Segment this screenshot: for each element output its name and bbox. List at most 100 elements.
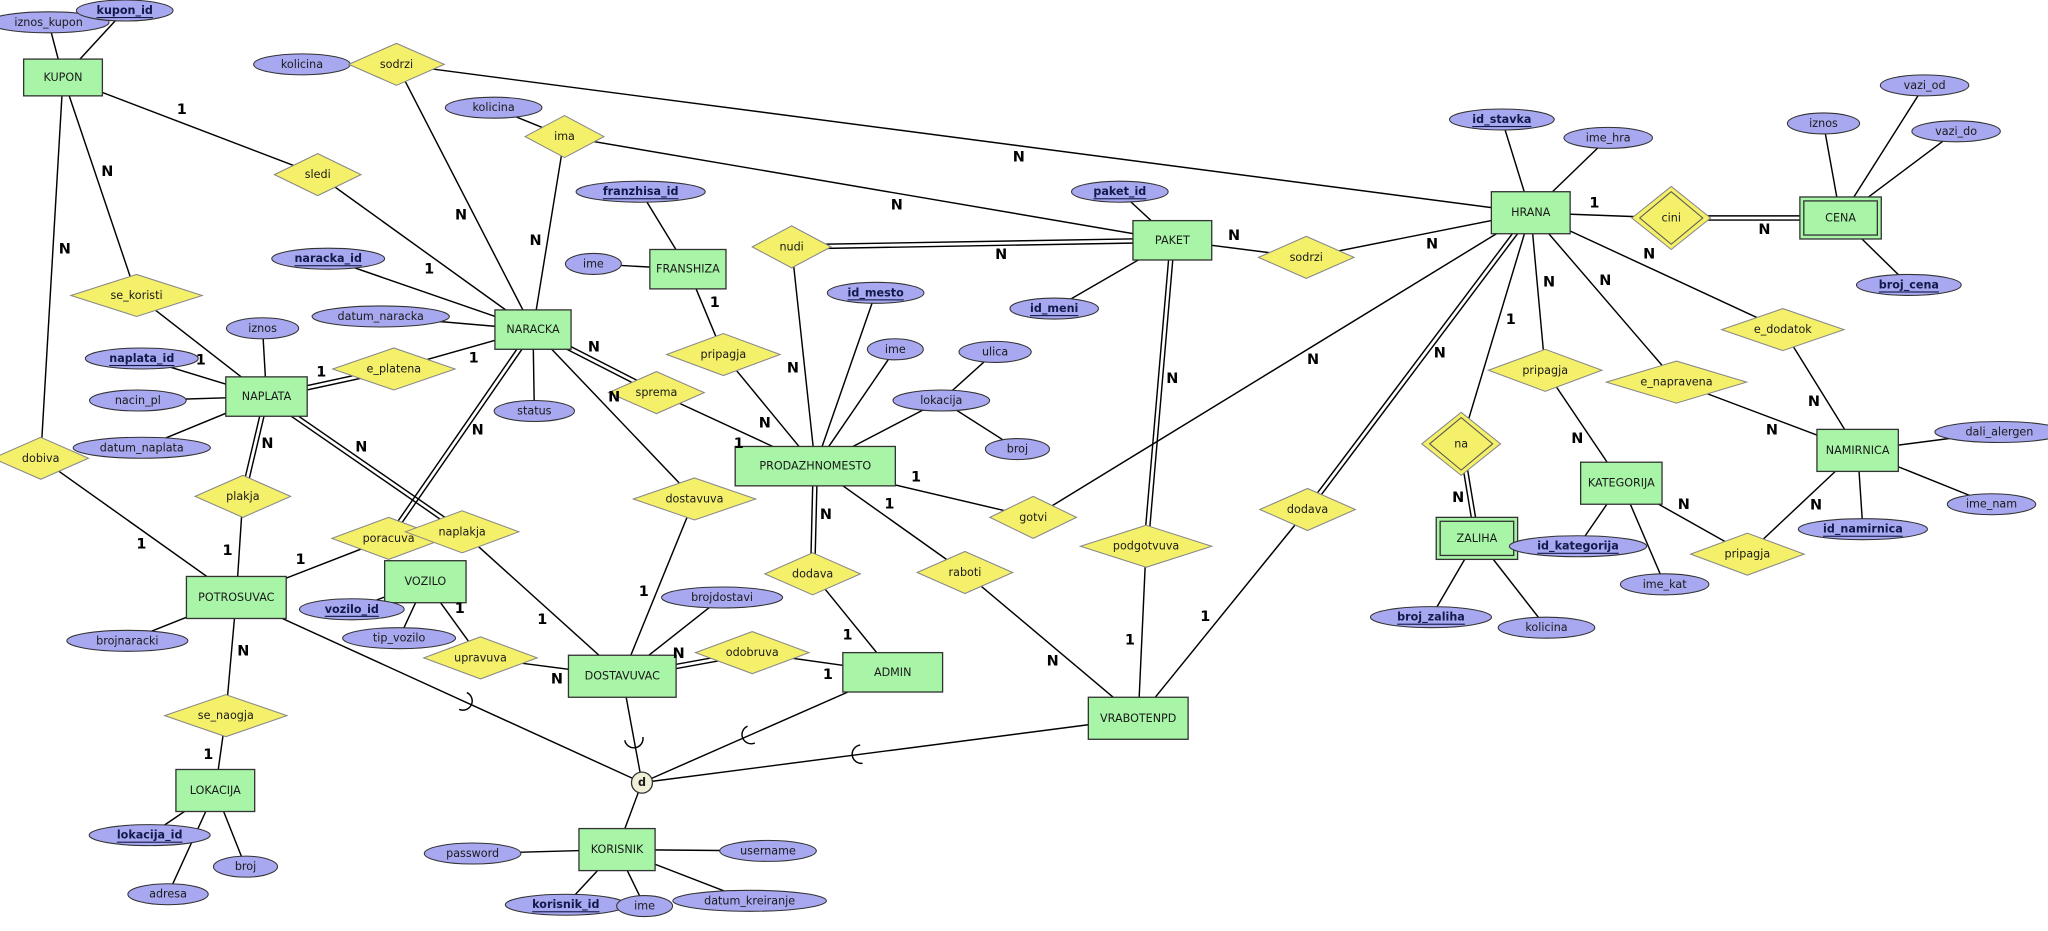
relationship-upravuva[interactable]: upravuva (422, 636, 539, 680)
attribute-kolicina_ima[interactable]: kolicina (444, 96, 543, 119)
attribute-naplata_id[interactable]: naplata_id (84, 347, 199, 370)
entity-naracka[interactable]: NARACKA (494, 309, 572, 350)
attribute-vazi_do[interactable]: vazi_do (1911, 120, 2001, 143)
attribute-kolicina_sodrzi[interactable]: kolicina (253, 53, 351, 76)
relationship-dobiva[interactable]: dobiva (0, 436, 90, 480)
relationship-sodrzi1[interactable]: sodrzi (347, 42, 446, 86)
relationship-dodava2[interactable]: dodava (1258, 487, 1357, 532)
relationship-sledi[interactable]: sledi (273, 153, 363, 197)
attribute-id_kategorija[interactable]: id_kategorija (1508, 535, 1648, 558)
relationship-dostavuva[interactable]: dostavuva (631, 477, 758, 521)
attribute-korisnik_id[interactable]: korisnik_id (504, 893, 627, 916)
attribute-id_namirnica[interactable]: id_namirnica (1797, 518, 1929, 541)
key-attribute-label: vozilo_id (325, 603, 379, 616)
attribute-id_mesto[interactable]: id_mesto (826, 281, 925, 304)
attribute-iznos_kupon[interactable]: iznos_kupon (0, 11, 110, 34)
relationship-naplakja[interactable]: naplakja (403, 510, 521, 554)
attribute-tip_vozilo[interactable]: tip_vozilo (342, 627, 457, 650)
attribute-broj_cena[interactable]: broj_cena (1855, 273, 1962, 296)
relationship-nudi[interactable]: nudi (751, 225, 833, 269)
attribute-datum_kreiranje[interactable]: datum_kreiranje (672, 889, 827, 912)
entity-admin[interactable]: ADMIN (842, 651, 944, 693)
key-attribute-label: id_stavka (1472, 113, 1531, 126)
attribute-id_stavka[interactable]: id_stavka (1448, 108, 1555, 131)
entity-hrana[interactable]: HRANA (1490, 191, 1571, 235)
attribute-adresa[interactable]: adresa (127, 883, 209, 906)
relationship-e_napravena[interactable]: e_napravena (1604, 360, 1749, 404)
attribute-kolicina_zaliha[interactable]: kolicina (1497, 616, 1596, 639)
attribute-lokacija_attr[interactable]: lokacija (892, 389, 991, 412)
attribute-broj_zaliha[interactable]: broj_zaliha (1369, 606, 1493, 629)
attribute-nacin_pl[interactable]: nacin_pl (89, 389, 187, 412)
entity-prodazhnomesto[interactable]: PRODAZHNOMESTO (734, 445, 896, 487)
relationship-gotvi[interactable]: gotvi (988, 495, 1078, 539)
attribute-ime_fr[interactable]: ime (564, 252, 622, 275)
attribute-ime_hra[interactable]: ime_hra (1563, 126, 1653, 149)
entity-korisnik[interactable]: KORISNIK (578, 827, 656, 872)
entity-label: NAMIRNICA (1826, 444, 1890, 457)
entity-lokacija[interactable]: LOKACIJA (175, 768, 256, 813)
relationship-ima[interactable]: ima (524, 114, 606, 159)
entity-label: HRANA (1511, 206, 1551, 219)
attribute-vozilo_id[interactable]: vozilo_id (298, 598, 405, 621)
attribute-password[interactable]: password (423, 842, 522, 865)
relationship-e_dodatok[interactable]: e_dodatok (1720, 308, 1846, 352)
attribute-broj_lok[interactable]: broj (212, 855, 279, 878)
attribute-brojnaracki[interactable]: brojnaracki (66, 629, 189, 652)
entity-potrosuvac[interactable]: POTROSUVAC (185, 575, 287, 620)
relationship-se_koristi[interactable]: se_koristi (69, 273, 204, 318)
entity-zaliha[interactable]: ZALIHA (1435, 516, 1519, 561)
attribute-ime_nam[interactable]: ime_nam (1946, 493, 2037, 516)
entity-namirnica[interactable]: NAMIRNICA (1816, 428, 1899, 473)
entity-kategorija[interactable]: KATEGORIJA (1579, 461, 1663, 505)
relationship-link (1032, 212, 1532, 518)
relationship-podgotvuva[interactable]: podgotvuva (1078, 524, 1214, 568)
attribute-ime_kat[interactable]: ime_kat (1619, 573, 1710, 596)
relationship-pripagja3[interactable]: pripagja (1689, 532, 1806, 576)
attribute-label: iznos (1809, 117, 1838, 130)
attribute-dali_alergen[interactable]: dali_alergen (1934, 420, 2048, 444)
attribute-franzhisa_id[interactable]: franzhisa_id (575, 180, 706, 203)
attribute-id_meni[interactable]: id_meni (1009, 297, 1099, 320)
relationship-sodrzi2[interactable]: sodrzi (1257, 235, 1356, 279)
attribute-ime_kor[interactable]: ime (616, 895, 674, 918)
attribute-lokacija_id[interactable]: lokacija_id (88, 824, 211, 847)
relationship-raboti[interactable]: raboti (915, 550, 1015, 595)
attribute-username[interactable]: username (719, 839, 817, 862)
relationship-pripagja1[interactable]: pripagja (665, 332, 782, 377)
relationship-na[interactable]: na (1420, 411, 1502, 477)
attribute-broj_pm[interactable]: broj (984, 438, 1050, 461)
relationship-pripagja2[interactable]: pripagja (1486, 348, 1604, 392)
attribute-datum_naracka[interactable]: datum_naracka (311, 305, 450, 328)
attribute-ime_pm[interactable]: ime (866, 338, 924, 361)
entity-label: VOZILO (404, 575, 446, 588)
entity-paket[interactable]: PAKET (1132, 219, 1213, 261)
relationship-link (317, 174, 534, 331)
entity-kupon[interactable]: KUPON (22, 58, 104, 97)
relationship-cini[interactable]: cini (1630, 185, 1712, 251)
attribute-naracka_id[interactable]: naracka_id (271, 247, 386, 270)
attribute-brojdostavi[interactable]: brojdostavi (661, 586, 784, 609)
attribute-kupon_id[interactable]: kupon_id (75, 0, 174, 22)
relationship-dodava1[interactable]: dodava (763, 552, 862, 596)
attribute-iznos_cena[interactable]: iznos (1786, 112, 1861, 135)
entity-naplata[interactable]: NAPLATA (225, 376, 308, 417)
attribute-paket_id[interactable]: paket_id (1070, 180, 1169, 203)
attribute-label: brojnaracki (96, 634, 158, 647)
relationship-plakja[interactable]: plakja (193, 474, 292, 518)
entity-vozilo[interactable]: VOZILO (384, 560, 467, 604)
entity-cena[interactable]: CENA (1799, 196, 1882, 240)
entity-dostavuvac[interactable]: DOSTAVUVAC (567, 654, 677, 698)
attribute-iznos_naplata[interactable]: iznos (225, 317, 300, 340)
entity-franshiza[interactable]: FRANSHIZA (649, 248, 727, 290)
attribute-vazi_od[interactable]: vazi_od (1879, 74, 1970, 97)
entity-vrabotenpd[interactable]: VRABOTENPD (1087, 696, 1189, 740)
relationship-sprema[interactable]: sprema (607, 371, 706, 415)
relationship-odobruva[interactable]: odobruva (694, 631, 811, 675)
attribute-status[interactable]: status (493, 399, 576, 423)
relationship-se_naogja[interactable]: se_naogja (163, 694, 289, 738)
relationship-e_platena[interactable]: e_platena (331, 347, 457, 391)
attribute-datum_naplata[interactable]: datum_naplata (72, 436, 211, 459)
entity-label: POTROSUVAC (198, 591, 274, 604)
attribute-ulica[interactable]: ulica (958, 340, 1032, 363)
